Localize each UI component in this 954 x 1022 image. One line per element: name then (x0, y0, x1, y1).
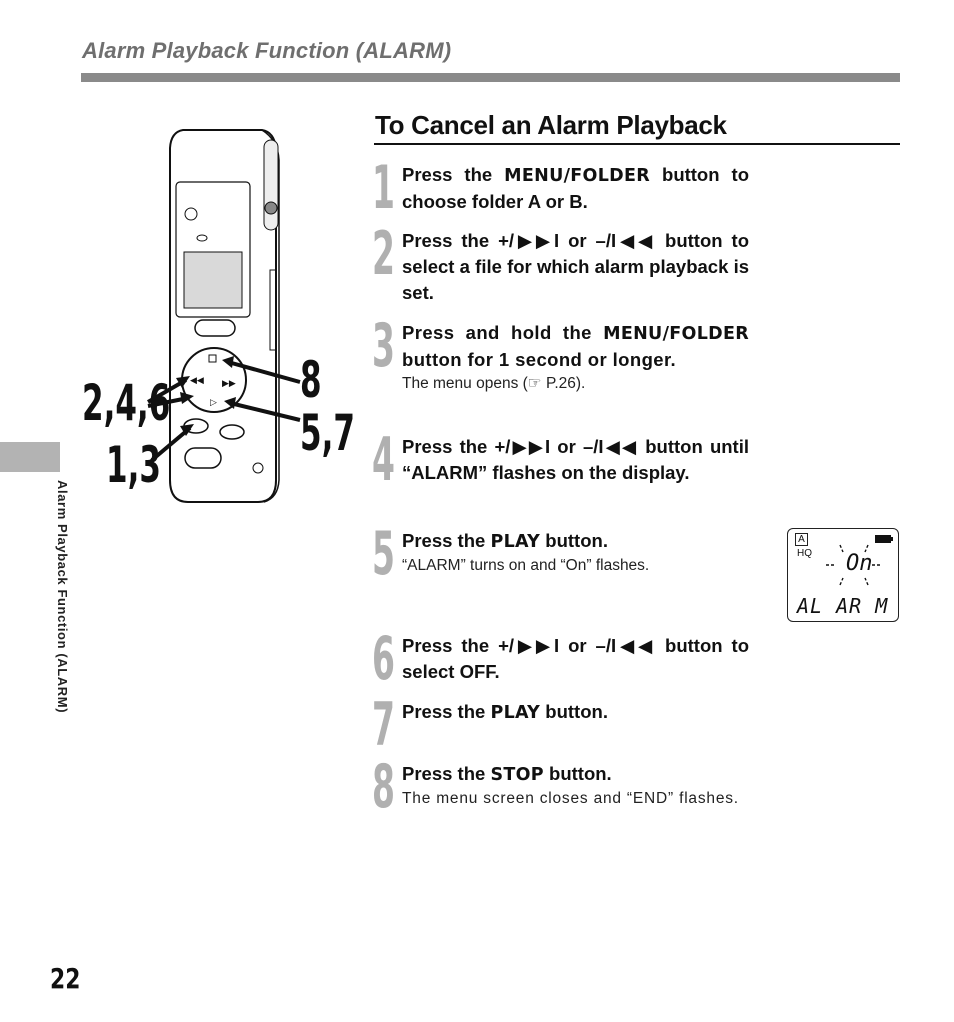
step-note: “ALARM” turns on and “On” flashes. (402, 557, 650, 574)
instr-text: button for 1 second or longer. (402, 349, 677, 370)
page-number: 22 (50, 962, 81, 995)
section-rule (374, 143, 900, 145)
step-body: Press the PLAY button. “ALARM” turns on … (402, 528, 749, 576)
step-instruction: Press the +/▶▶I or –/I◀◀ button to selec… (402, 230, 749, 303)
step-number: 7 (372, 690, 395, 760)
lcd-mode: AL AR M (797, 594, 889, 618)
header-rule (81, 73, 900, 82)
step-instruction: Press the MENU/FOLDER button to choose f… (402, 162, 749, 215)
instr-text: Press the (402, 701, 491, 722)
instr-text: Press the (402, 763, 491, 784)
instr-text: button. (540, 530, 608, 551)
step-body: Press the PLAY button. (402, 699, 749, 726)
callout-8: 8 (300, 351, 322, 409)
step-number: 4 (372, 425, 395, 495)
lcd-folder: A (795, 533, 808, 546)
step-instruction: Press the +/▶▶I or –/I◀◀ button until “A… (402, 436, 749, 483)
step-body: Press the MENU/FOLDER button to choose f… (402, 162, 749, 215)
key-play: PLAY (490, 532, 541, 552)
step-number: 2 (372, 219, 395, 289)
lcd-display: A HQ On AL AR M (787, 528, 899, 622)
step-note: The menu opens (☞ P.26). (402, 375, 586, 392)
callout-5-7: 5,7 (300, 404, 355, 462)
key-stop: STOP (490, 765, 544, 785)
svg-text:▶▶: ▶▶ (222, 378, 236, 388)
callout-2-4-6: 2,4,6 (82, 374, 171, 432)
section-title: To Cancel an Alarm Playback (375, 110, 727, 140)
key-play: PLAY (490, 703, 541, 723)
step-instruction: Press the STOP button. (402, 761, 749, 788)
step-number: 6 (372, 624, 395, 694)
battery-icon (875, 535, 893, 543)
instr-text: button. (540, 701, 608, 722)
side-tab (0, 442, 60, 472)
svg-text:▷: ▷ (210, 397, 217, 407)
header-title: Alarm Playback Function (ALARM) (82, 38, 452, 63)
step-number: 3 (372, 311, 395, 381)
key-menu-folder: MENU/FOLDER (603, 324, 749, 344)
lcd-quality: HQ (797, 548, 812, 559)
step-number: 1 (372, 153, 395, 223)
step-body: Press the +/▶▶I or –/I◀◀ button until “A… (402, 434, 749, 486)
svg-text:◀◀: ◀◀ (190, 375, 204, 385)
step-number: 5 (372, 519, 395, 589)
instr-text: Press the (402, 530, 491, 551)
instr-text: button. (543, 763, 612, 784)
recorder-illustration: ◀◀ ▶▶ ▷ (78, 120, 358, 520)
step-body: Press the STOP button. The menu screen c… (402, 761, 749, 809)
instr-text: button to choose folder A or B. (402, 164, 749, 212)
step-body: Press the +/▶▶I or –/I◀◀ button to selec… (402, 633, 749, 685)
step-instruction: Press the PLAY button. (402, 699, 749, 726)
step-instruction: Press the +/▶▶I or –/I◀◀ button to selec… (402, 635, 749, 682)
lcd-value: On (846, 551, 873, 576)
flash-rays-icon (826, 544, 882, 586)
callout-1-3: 1,3 (106, 436, 161, 494)
step-body: Press the +/▶▶I or –/I◀◀ button to selec… (402, 228, 749, 306)
side-label: Alarm Playback Function (ALARM) (55, 480, 70, 714)
instr-text: Press the (402, 164, 505, 185)
recorder-drawing: ◀◀ ▶▶ ▷ (146, 129, 301, 503)
key-menu-folder: MENU/FOLDER (504, 166, 651, 186)
step-note: The menu screen closes and “END” flashes… (402, 790, 739, 807)
instr-text: Press and hold the (402, 322, 604, 343)
step-number: 8 (372, 752, 395, 822)
step-body: Press and hold the MENU/FOLDER button fo… (402, 320, 749, 394)
step-instruction: Press and hold the MENU/FOLDER button fo… (402, 320, 749, 373)
step-instruction: Press the PLAY button. (402, 528, 749, 555)
